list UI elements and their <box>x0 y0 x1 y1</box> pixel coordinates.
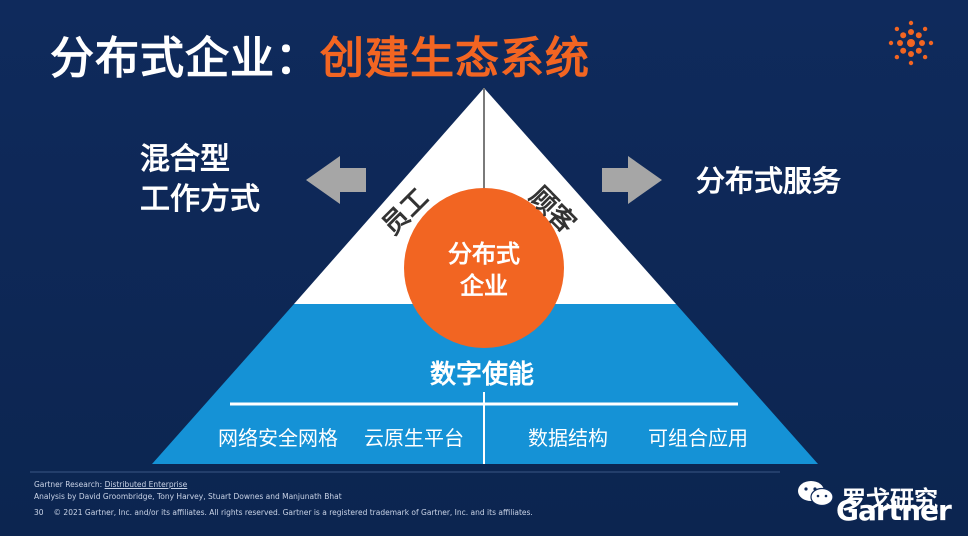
cell-cloud-native: 云原生平台 <box>364 426 464 450</box>
footer-source-link[interactable]: Distributed Enterprise <box>104 480 188 489</box>
left-arrow-icon <box>306 156 366 204</box>
footer-source-prefix: Gartner Research: <box>34 480 105 489</box>
hybrid-work-label: 混合型 工作方式 <box>140 140 260 220</box>
title-part1: 分布式企业： <box>50 33 320 84</box>
gartner-wordmark: Gartner <box>836 494 952 527</box>
copyright: © 2021 Gartner, Inc. and/or its affiliat… <box>53 508 533 517</box>
page-title: 分布式企业：创建生态系统 <box>50 22 590 86</box>
page-number: 30 <box>34 508 44 517</box>
cell-cybersecurity-mesh: 网络安全网格 <box>218 426 338 450</box>
center-circle <box>404 188 564 348</box>
footer-analysts: Analysis by David Groombridge, Tony Harv… <box>34 492 342 501</box>
pyramid-blue-band <box>152 304 818 464</box>
cell-composable-apps: 可组合应用 <box>648 426 748 450</box>
hybrid-work-line1: 混合型 <box>140 142 230 177</box>
watermark-text: 罗戈研究 <box>842 486 938 514</box>
gartner-burst-icon <box>888 20 934 66</box>
digital-enablement-label: 数字使能 <box>430 360 535 390</box>
hybrid-work-line2: 工作方式 <box>140 182 260 217</box>
footer-source: Gartner Research: Distributed Enterprise <box>34 480 187 489</box>
footer-copyright-row: 30 © 2021 Gartner, Inc. and/or its affili… <box>34 508 533 517</box>
title-part2: 创建生态系统 <box>320 33 590 84</box>
center-label-line2: 企业 <box>460 272 508 300</box>
cell-data-fabric: 数据结构 <box>528 426 608 450</box>
distributed-services-label: 分布式服务 <box>696 164 842 198</box>
center-label: 分布式 企业 <box>414 238 554 302</box>
wechat-icon <box>798 481 834 507</box>
center-label-line1: 分布式 <box>448 240 520 268</box>
right-arrow-icon <box>602 156 662 204</box>
